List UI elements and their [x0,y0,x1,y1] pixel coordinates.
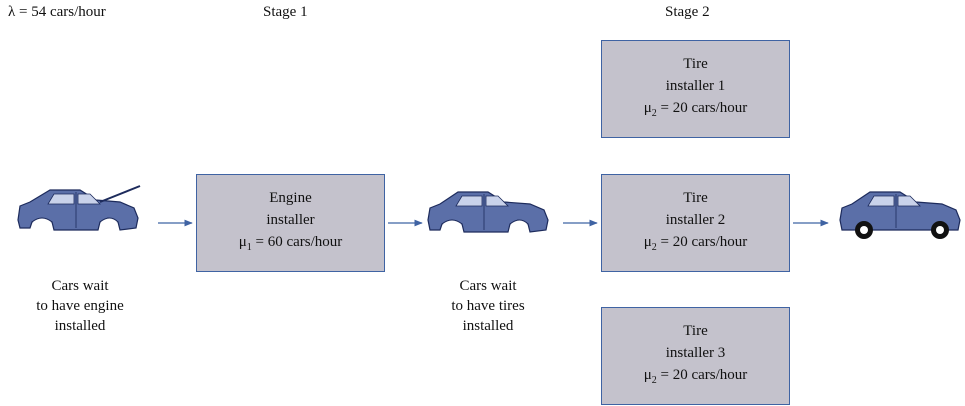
car-complete-icon [839,191,961,239]
queue2-caption-line2: to have tires [451,298,525,314]
tire-box-1-line1: Tire [683,56,708,72]
tire-box-3-line1: Tire [683,323,708,339]
arrival-rate-label: λ = 54 cars/hour [8,2,106,22]
tire-installer-3-box: Tire installer 3 μ2 = 20 cars/hour [601,307,790,405]
tire-1-service-rate: μ2 = 20 cars/hour [643,100,748,119]
tire-box-2-line2: installer 2 [665,212,726,228]
lambda-symbol: λ [8,4,16,20]
engine-box-line2: installer [266,212,315,228]
engine-box-line1: Engine [269,190,312,206]
car-no-wheels-icon [427,191,549,233]
tire-box-1-line2: installer 1 [665,78,726,94]
tire-installer-2-box: Tire installer 2 μ2 = 20 cars/hour [601,174,790,272]
queue1-caption: Cars wait to have engine installed [10,276,150,336]
queue2-caption-line3: installed [462,318,514,334]
tire-installer-1-box: Tire installer 1 μ2 = 20 cars/hour [601,40,790,138]
car-open-hood-icon [17,185,141,231]
tire-3-service-rate: μ2 = 20 cars/hour [643,367,748,386]
tire-box-3-line2: installer 3 [665,345,726,361]
queue1-caption-line2: to have engine [36,298,124,314]
queue1-caption-line3: installed [54,318,106,334]
queue2-caption-line1: Cars wait [459,278,517,294]
engine-service-rate: μ1 = 60 cars/hour [238,234,343,253]
queue1-caption-line1: Cars wait [51,278,109,294]
stage1-title: Stage 1 [263,4,308,20]
stage2-title: Stage 2 [665,4,710,20]
engine-installer-box: Engine installer μ1 = 60 cars/hour [196,174,385,272]
queue2-caption: Cars wait to have tires installed [418,276,558,336]
arrival-rate-text: = 54 cars/hour [15,4,106,20]
tire-box-2-line1: Tire [683,190,708,206]
tire-2-service-rate: μ2 = 20 cars/hour [643,234,748,253]
